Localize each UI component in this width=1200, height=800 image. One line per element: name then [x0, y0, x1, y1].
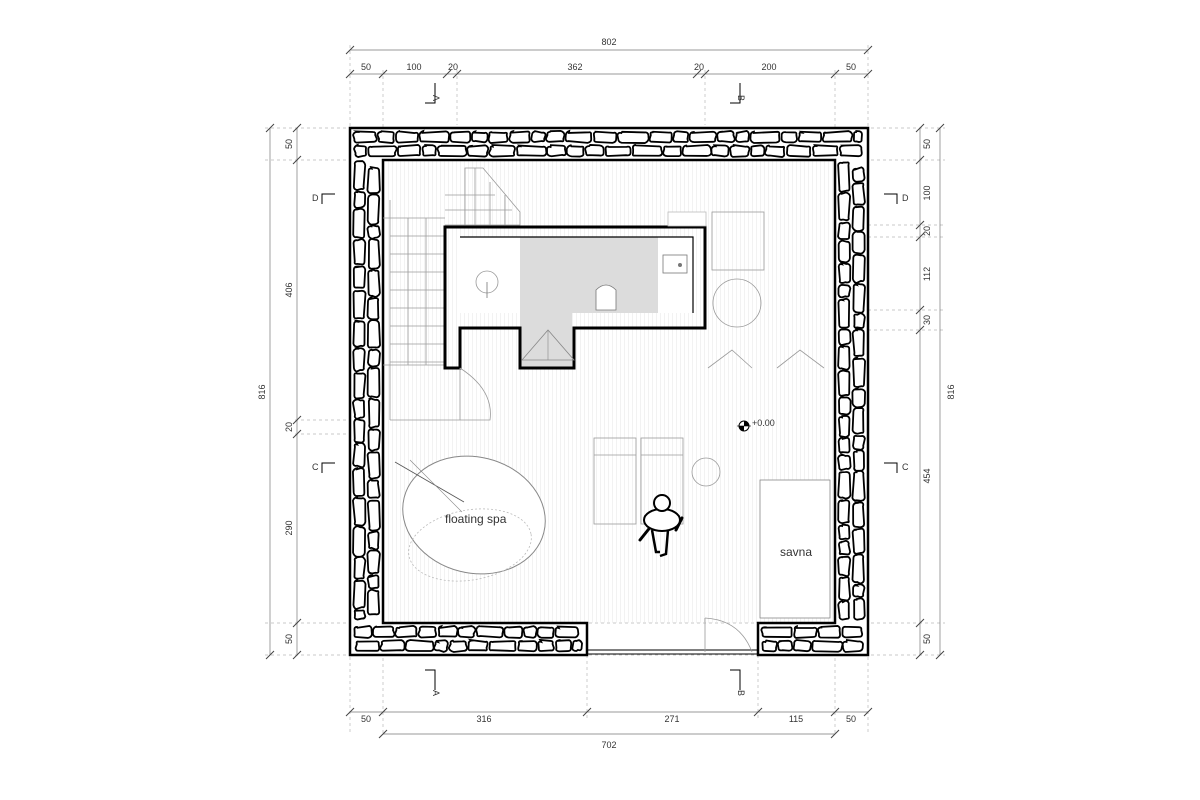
floating-spa-label: floating spa: [445, 512, 507, 526]
dim-left-seg-4: 290: [284, 520, 294, 535]
dim-left-total: 816: [257, 384, 267, 399]
dim-bottom-seg-5: 50: [846, 714, 856, 724]
dim-right-total: 816: [946, 384, 956, 399]
dim-top-seg-4: 362: [567, 62, 582, 72]
dim-left-seg-1: 50: [284, 139, 294, 149]
savna-label: savna: [780, 545, 812, 559]
dim-bottom-seg-3: 271: [664, 714, 679, 724]
dim-bottom-seg-1: 50: [361, 714, 371, 724]
dim-right-seg-2: 100: [922, 185, 932, 200]
dim-top-seg-3: 20: [448, 62, 458, 72]
dim-right-seg-4: 112: [922, 267, 932, 281]
furniture: [593, 211, 831, 619]
dim-bottom-seg-4: 115: [789, 714, 803, 724]
section-c-right: C: [902, 462, 909, 472]
bottom-dimension-chain: 50 316 271 115 50 702: [345, 707, 873, 750]
section-c-left: C: [312, 462, 319, 472]
staircase: [383, 167, 521, 421]
person-figure: [638, 494, 684, 558]
right-dimension-chain: 816 50 100 20 112 30 454 50: [915, 123, 956, 660]
level-label: +0.00: [752, 418, 775, 428]
section-a-bottom: A: [431, 690, 441, 696]
dim-right-seg-7: 50: [922, 634, 932, 644]
dim-left-seg-5: 50: [284, 634, 294, 644]
bathroom-core: [443, 211, 707, 370]
section-a-top: A: [431, 95, 441, 101]
stone-wall: [348, 126, 870, 657]
dim-top-seg-2: 100: [406, 62, 421, 72]
dim-right-seg-3: 20: [922, 226, 932, 236]
dim-right-seg-5: 30: [922, 315, 932, 325]
dim-right-seg-6: 454: [922, 468, 932, 483]
dim-top-total: 802: [601, 37, 616, 47]
top-dimension-chain: 802 50 100 20 362 20 200 50: [345, 37, 873, 79]
dim-top-seg-6: 200: [761, 62, 776, 72]
dim-top-seg-1: 50: [361, 62, 371, 72]
dim-bottom-total: 702: [601, 740, 616, 750]
left-dimension-chain: 816 50 406 20 290 50: [257, 123, 302, 660]
floating-spa: [394, 455, 546, 582]
section-b-top: B: [736, 95, 746, 101]
dim-left-seg-3: 20: [284, 422, 294, 432]
dim-top-seg-5: 20: [694, 62, 704, 72]
section-b-bottom: B: [736, 690, 746, 696]
entrance-threshold: [587, 649, 758, 655]
dim-left-seg-2: 406: [284, 282, 294, 297]
level-marker: +0.00: [737, 418, 775, 432]
section-d-left: D: [312, 193, 319, 203]
dim-right-seg-1: 50: [922, 139, 932, 149]
doors: [459, 367, 753, 653]
section-d-right: D: [902, 193, 909, 203]
dim-bottom-seg-2: 316: [476, 714, 491, 724]
dim-top-seg-7: 50: [846, 62, 856, 72]
section-markers: A B A B D C D C: [312, 83, 909, 696]
